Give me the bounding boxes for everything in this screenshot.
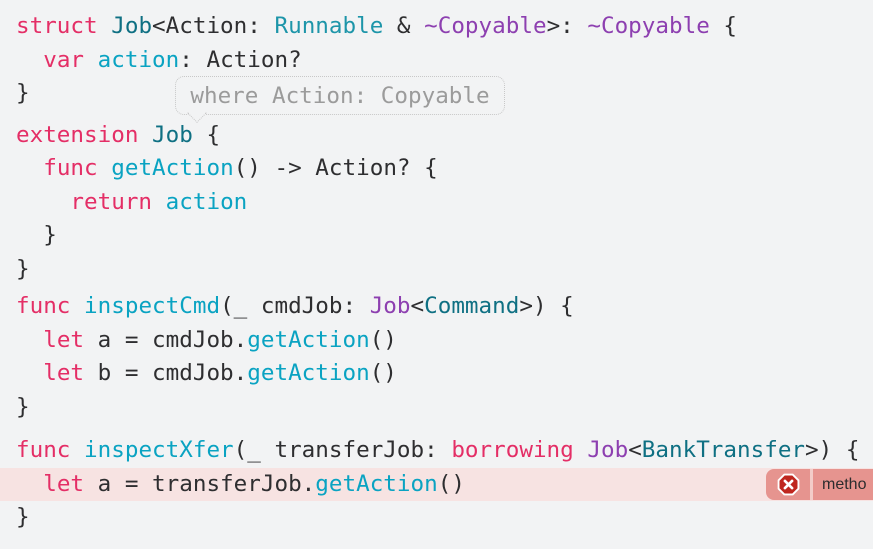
- code-token: getAction: [111, 155, 234, 181]
- code-token: [16, 327, 43, 353]
- code-area[interactable]: struct Job<Action: Runnable & ~Copyable>…: [0, 0, 873, 535]
- code-token: [16, 360, 43, 386]
- code-token: getAction: [247, 326, 370, 353]
- code-token: let: [43, 470, 85, 497]
- code-line[interactable]: }: [0, 253, 873, 287]
- code-token: let: [43, 360, 85, 386]
- code-line[interactable]: func inspectCmd(_ cmdJob: Job<Command>) …: [0, 290, 873, 324]
- code-token: : Action?: [179, 46, 302, 73]
- code-token: Runnable: [274, 13, 384, 39]
- code-token: Command: [424, 293, 520, 319]
- code-token: [84, 47, 98, 73]
- code-token: struct: [16, 13, 98, 39]
- code-token: <: [628, 437, 642, 463]
- code-line[interactable]: struct Job<Action: Runnable & ~Copyable>…: [0, 10, 873, 44]
- code-token: let: [43, 326, 85, 353]
- code-token: inspectCmd: [84, 293, 221, 319]
- code-line[interactable]: func inspectXfer(_ transferJob: borrowin…: [0, 434, 873, 468]
- code-token: [574, 437, 588, 463]
- code-token: var: [43, 46, 85, 73]
- code-token: [16, 471, 43, 497]
- code-token: ~Copyable: [424, 13, 547, 39]
- code-token: >) {: [805, 437, 860, 463]
- code-token: >) {: [519, 293, 574, 319]
- code-token: a = cmdJob.: [84, 326, 248, 353]
- code-token: }: [16, 80, 30, 106]
- badge-divider: [810, 469, 813, 500]
- code-token: extension: [16, 121, 139, 148]
- code-token: (): [369, 360, 397, 386]
- code-token: func: [43, 155, 98, 181]
- code-token: return: [70, 188, 153, 215]
- code-line[interactable]: }: [0, 391, 873, 425]
- code-token: (_ transferJob:: [233, 437, 452, 463]
- code-line-error[interactable]: let a = transferJob.getAction(): [0, 467, 873, 501]
- code-token: &: [383, 13, 425, 39]
- code-block: func inspectCmd(_ cmdJob: Job<Command>) …: [0, 290, 873, 424]
- code-token: }: [16, 255, 30, 282]
- code-token: >:: [546, 13, 588, 39]
- code-line[interactable]: return action: [0, 186, 873, 220]
- code-token: }: [16, 222, 57, 248]
- code-token: a = transferJob.: [84, 470, 316, 497]
- code-line[interactable]: extension Job {: [0, 119, 873, 153]
- code-token: (): [437, 470, 465, 497]
- code-token: [138, 122, 152, 148]
- code-token: [152, 189, 166, 215]
- code-token: }: [16, 393, 30, 420]
- code-token: <: [410, 293, 425, 319]
- code-token: {: [192, 121, 221, 148]
- code-block: struct Job<Action: Runnable & ~Copyable>…: [0, 10, 873, 111]
- code-line[interactable]: func getAction() -> Action? {: [0, 152, 873, 186]
- code-token: Job: [111, 13, 153, 39]
- code-token: <Action:: [152, 13, 275, 39]
- code-token: {: [709, 13, 738, 39]
- code-block: extension Job { func getAction() -> Acti…: [0, 119, 873, 287]
- code-token: [70, 293, 84, 319]
- code-token: borrowing: [451, 437, 574, 463]
- code-line[interactable]: let b = cmdJob.getAction(): [0, 357, 873, 391]
- code-line[interactable]: let a = cmdJob.getAction(): [0, 324, 873, 358]
- code-token: (): [369, 326, 397, 353]
- code-token: (_ cmdJob:: [220, 293, 370, 319]
- code-token: [70, 437, 84, 463]
- code-token: Job: [152, 121, 193, 148]
- where-clause-tooltip: where Action: Copyable: [175, 76, 505, 123]
- error-badge[interactable]: metho: [766, 469, 873, 500]
- where-clause-label: where Action: Copyable: [190, 82, 490, 109]
- error-message: metho: [813, 469, 873, 500]
- code-token: b = cmdJob.: [84, 360, 248, 386]
- code-line[interactable]: }: [0, 77, 873, 111]
- code-token: [16, 155, 43, 181]
- code-token: action: [165, 188, 248, 215]
- code-token: action: [97, 46, 180, 73]
- code-token: inspectXfer: [84, 437, 234, 463]
- code-token: getAction: [247, 360, 370, 386]
- code-token: func: [16, 293, 71, 319]
- code-token: func: [16, 437, 71, 463]
- code-token: () -> Action? {: [233, 155, 438, 181]
- code-token: [16, 189, 70, 215]
- code-token: }: [16, 504, 30, 530]
- code-block: func inspectXfer(_ transferJob: borrowin…: [0, 434, 873, 535]
- code-token: [16, 47, 43, 73]
- error-octagon-icon: [777, 473, 799, 496]
- code-line[interactable]: var action: Action?: [0, 44, 873, 78]
- error-icon-segment[interactable]: [766, 469, 810, 500]
- code-token: [98, 13, 112, 39]
- code-token: BankTransfer: [641, 437, 806, 463]
- code-line[interactable]: }: [0, 219, 873, 253]
- code-token: getAction: [315, 470, 438, 497]
- code-token: Job: [587, 437, 629, 463]
- code-token: [98, 155, 112, 181]
- code-token: ~Copyable: [587, 13, 710, 39]
- code-token: Job: [369, 293, 411, 319]
- code-line[interactable]: }: [0, 501, 873, 535]
